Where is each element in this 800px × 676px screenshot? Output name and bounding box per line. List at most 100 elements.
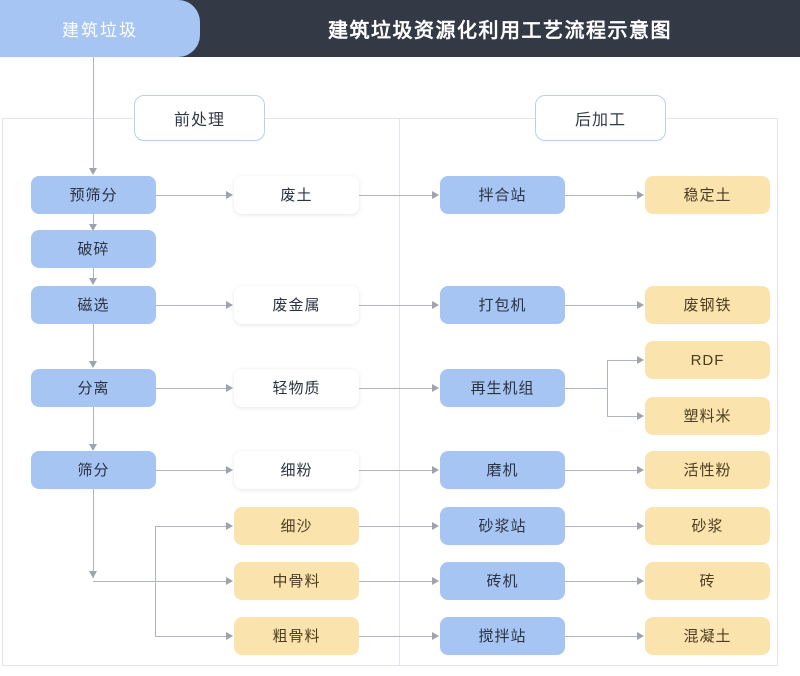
connector-finesand-mortarstation bbox=[359, 526, 433, 527]
node-medium-aggregate[interactable]: 中骨料 bbox=[234, 562, 359, 600]
node-separation-label: 分离 bbox=[77, 379, 110, 397]
page-title-text: 建筑垃圾资源化利用工艺流程示意图 bbox=[328, 20, 672, 42]
node-separation[interactable]: 分离 bbox=[31, 369, 156, 407]
connector-magnetic-separate-arrow bbox=[89, 361, 97, 368]
node-waste-metal-label: 废金属 bbox=[272, 296, 321, 314]
connector-bus-medium-aggregate bbox=[93, 581, 227, 582]
node-medium-aggregate-label: 中骨料 bbox=[272, 572, 321, 590]
node-plastic-pellet-label: 塑料米 bbox=[683, 407, 732, 425]
node-regeneration-unit[interactable]: 再生机组 bbox=[440, 369, 565, 407]
node-mortar-station-label: 砂浆站 bbox=[478, 517, 527, 535]
connector-regenunit-rdf bbox=[607, 360, 638, 361]
node-waste-metal[interactable]: 废金属 bbox=[234, 286, 359, 324]
connector-bus-coarse-aggregate-arrow bbox=[226, 632, 233, 640]
connector-regenunit-rdf-arrow bbox=[637, 356, 644, 364]
connector-wastemetal-baler bbox=[359, 305, 433, 306]
node-mill[interactable]: 磨机 bbox=[440, 451, 565, 489]
node-pre-screen[interactable]: 预筛分 bbox=[31, 176, 156, 214]
node-regeneration-unit-label: 再生机组 bbox=[470, 379, 535, 397]
connector-prescreen-crush bbox=[93, 214, 94, 225]
node-fine-sand-label: 细沙 bbox=[280, 517, 313, 535]
node-fine-powder-label: 细粉 bbox=[280, 461, 313, 479]
page-title: 建筑垃圾资源化利用工艺流程示意图 bbox=[200, 0, 800, 57]
node-concrete-station-label: 搅拌站 bbox=[478, 627, 527, 645]
node-baler[interactable]: 打包机 bbox=[440, 286, 565, 324]
node-light-material-label: 轻物质 bbox=[272, 379, 321, 397]
node-fine-sand[interactable]: 细沙 bbox=[234, 507, 359, 545]
stage-chip-postprocessing[interactable]: 后加工 bbox=[535, 95, 666, 141]
connector-separate-screen bbox=[93, 407, 94, 447]
connector-regenunit-plasticpellet-arrow bbox=[637, 412, 644, 420]
connector-screen-finepowder bbox=[156, 470, 227, 471]
node-stabilized-soil-label: 稳定土 bbox=[683, 186, 732, 204]
connector-screen-aggregate-vertical bbox=[93, 489, 94, 578]
stage-chip-preprocessing[interactable]: 前处理 bbox=[134, 95, 265, 141]
node-coarse-aggregate-label: 粗骨料 bbox=[272, 627, 321, 645]
connector-regenunit-fork-stem bbox=[565, 388, 608, 389]
node-mortar[interactable]: 砂浆 bbox=[645, 507, 770, 545]
connector-finepowder-mill-arrow bbox=[432, 466, 439, 474]
connector-separate-lightmaterial bbox=[156, 388, 227, 389]
connector-coarseaggregate-concretestation-arrow bbox=[432, 632, 439, 640]
header-tab-label: 建筑垃圾 bbox=[62, 21, 138, 40]
connector-coarseaggregate-concretestation bbox=[359, 636, 433, 637]
connector-screen-finepowder-arrow bbox=[226, 466, 233, 474]
node-magnetic-separation-label: 磁选 bbox=[77, 296, 110, 314]
connector-finesand-mortarstation-arrow bbox=[432, 522, 439, 530]
connector-mediumaggregate-brickmachine-arrow bbox=[432, 577, 439, 585]
connector-mixingstation-stabilizedsoil-arrow bbox=[637, 191, 644, 199]
connector-baler-scrapsteel-arrow bbox=[637, 301, 644, 309]
node-mortar-station[interactable]: 砂浆站 bbox=[440, 507, 565, 545]
node-brick-label: 砖 bbox=[699, 572, 716, 590]
node-plastic-pellet[interactable]: 塑料米 bbox=[645, 397, 770, 435]
connector-magnetic-wastemetal-arrow bbox=[226, 301, 233, 309]
connector-mill-activepowder bbox=[565, 470, 638, 471]
connector-aggregate-bus-vertical bbox=[155, 526, 156, 636]
node-brick-machine[interactable]: 砖机 bbox=[440, 562, 565, 600]
node-active-powder[interactable]: 活性粉 bbox=[645, 451, 770, 489]
node-scrap-steel-label: 废钢铁 bbox=[683, 296, 732, 314]
node-magnetic-separation[interactable]: 磁选 bbox=[31, 286, 156, 324]
node-mixing-station-label: 拌合站 bbox=[478, 186, 527, 204]
node-brick[interactable]: 砖 bbox=[645, 562, 770, 600]
connector-bus-fine-sand bbox=[155, 526, 227, 527]
node-coarse-aggregate[interactable]: 粗骨料 bbox=[234, 617, 359, 655]
node-mixing-station[interactable]: 拌合站 bbox=[440, 176, 565, 214]
header-tab-construction-waste[interactable]: 建筑垃圾 bbox=[0, 0, 200, 57]
node-concrete[interactable]: 混凝土 bbox=[645, 617, 770, 655]
node-fine-powder[interactable]: 细粉 bbox=[234, 451, 359, 489]
connector-separate-screen-arrow bbox=[89, 444, 97, 451]
node-baler-label: 打包机 bbox=[478, 296, 527, 314]
connector-bus-coarse-aggregate bbox=[155, 636, 227, 637]
connector-baler-scrapsteel bbox=[565, 305, 638, 306]
connector-mediumaggregate-brickmachine bbox=[359, 581, 433, 582]
node-pre-screen-label: 预筛分 bbox=[69, 186, 118, 204]
connector-crush-magnetic-arrow bbox=[89, 278, 97, 285]
connector-wastesoil-mixingstation-arrow bbox=[432, 191, 439, 199]
connector-crush-magnetic bbox=[93, 268, 94, 279]
node-waste-soil[interactable]: 废土 bbox=[234, 176, 359, 214]
node-brick-machine-label: 砖机 bbox=[486, 572, 519, 590]
connector-magnetic-separate bbox=[93, 324, 94, 364]
connector-prescreen-crush-arrow bbox=[89, 224, 97, 231]
connector-separate-lightmaterial-arrow bbox=[226, 384, 233, 392]
node-waste-soil-label: 废土 bbox=[280, 186, 313, 204]
connector-mill-activepowder-arrow bbox=[637, 466, 644, 474]
node-concrete-station[interactable]: 搅拌站 bbox=[440, 617, 565, 655]
connector-lightmaterial-regenunit-arrow bbox=[432, 384, 439, 392]
connector-wastesoil-mixingstation bbox=[359, 195, 433, 196]
connector-prescreen-wastesoil bbox=[156, 195, 227, 196]
node-crush[interactable]: 破碎 bbox=[31, 230, 156, 268]
connector-lightmaterial-regenunit bbox=[359, 388, 433, 389]
node-scrap-steel[interactable]: 废钢铁 bbox=[645, 286, 770, 324]
connector-screen-aggregate-arrow bbox=[89, 571, 97, 578]
node-stabilized-soil[interactable]: 稳定土 bbox=[645, 176, 770, 214]
node-screening[interactable]: 筛分 bbox=[31, 451, 156, 489]
connector-brickmachine-brick bbox=[565, 581, 638, 582]
node-rdf[interactable]: RDF bbox=[645, 341, 770, 379]
connector-magnetic-wastemetal bbox=[156, 305, 227, 306]
node-light-material[interactable]: 轻物质 bbox=[234, 369, 359, 407]
connector-concretestation-concrete bbox=[565, 636, 638, 637]
connector-finepowder-mill bbox=[359, 470, 433, 471]
